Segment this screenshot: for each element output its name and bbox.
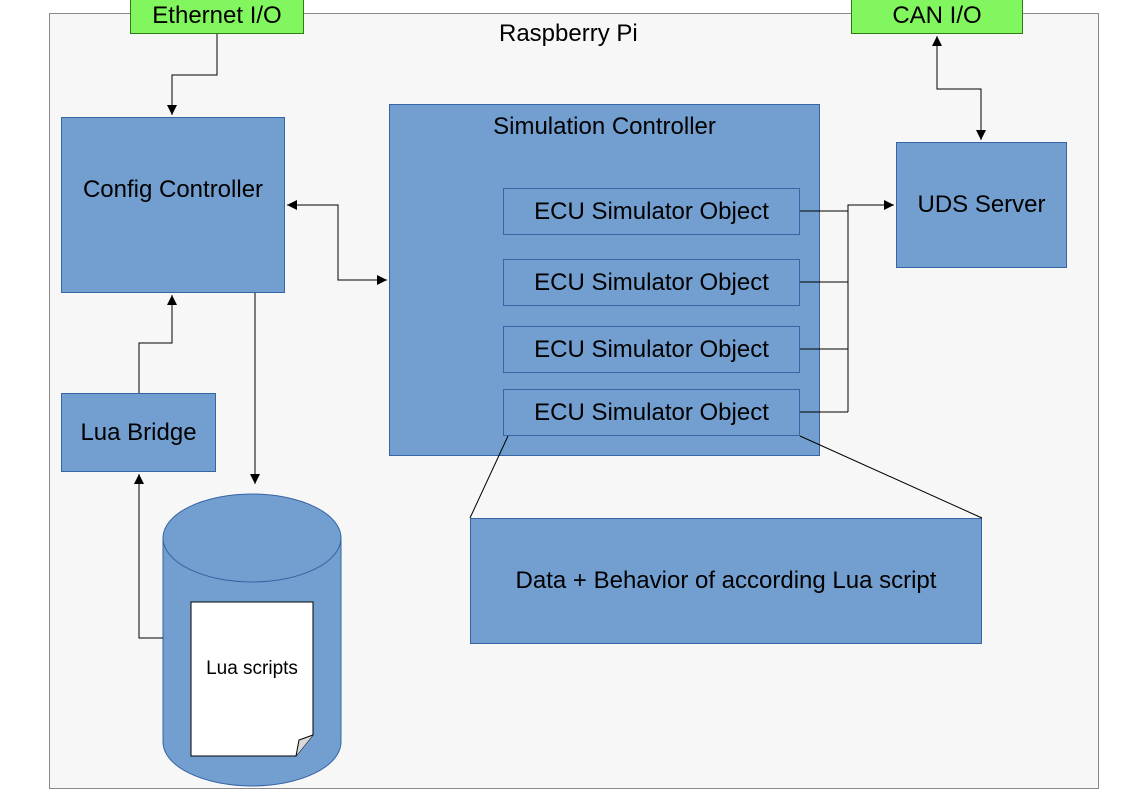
ethernet-io-block: Ethernet I/O [130,0,304,34]
raspberry-pi-label: Raspberry Pi [499,20,638,47]
ecu-simulator-object-label: ECU Simulator Object [534,197,769,225]
lua-bridge-block: Lua Bridge [61,393,216,472]
detail-zoom-line-left [469,435,509,519]
uds-server-label: UDS Server [917,191,1046,218]
config-controller-block: Config Controller [61,117,285,293]
simulation-controller-label: Simulation Controller [493,113,716,140]
ecu-simulator-object-4: ECU Simulator Object [503,389,800,436]
ecu-simulator-object-label: ECU Simulator Object [534,335,769,363]
ecu-simulator-object-1: ECU Simulator Object [503,188,800,235]
can-io-label: CAN I/O [892,2,982,29]
uds-server-block: UDS Server [896,142,1067,268]
config-simulation-connector [287,200,387,285]
ecu-simulator-object-label: ECU Simulator Object [534,268,769,296]
ecu-simulator-object-3: ECU Simulator Object [503,326,800,373]
scripts-to-bridge-connector [134,474,163,639]
can-uds-connector [932,36,986,140]
document-icon [190,601,314,757]
ecu-simulator-object-2: ECU Simulator Object [503,259,800,306]
bridge-to-config-connector [138,295,177,393]
config-controller-label: Config Controller [82,176,264,203]
can-io-block: CAN I/O [851,0,1023,34]
ecu-simulator-object-label: ECU Simulator Object [534,398,769,426]
lua-scripts-label: Lua scripts [206,658,298,679]
ethernet-io-label: Ethernet I/O [152,2,282,29]
lua-bridge-label: Lua Bridge [80,418,197,446]
ecu-bus-connector [847,200,894,412]
ecu-detail-block: Data + Behavior of according Lua script [470,518,982,644]
detail-zoom-line-right [799,435,983,519]
ethernet-to-config-connector [167,34,218,115]
ecu-detail-label: Data + Behavior of according Lua script [515,567,937,594]
